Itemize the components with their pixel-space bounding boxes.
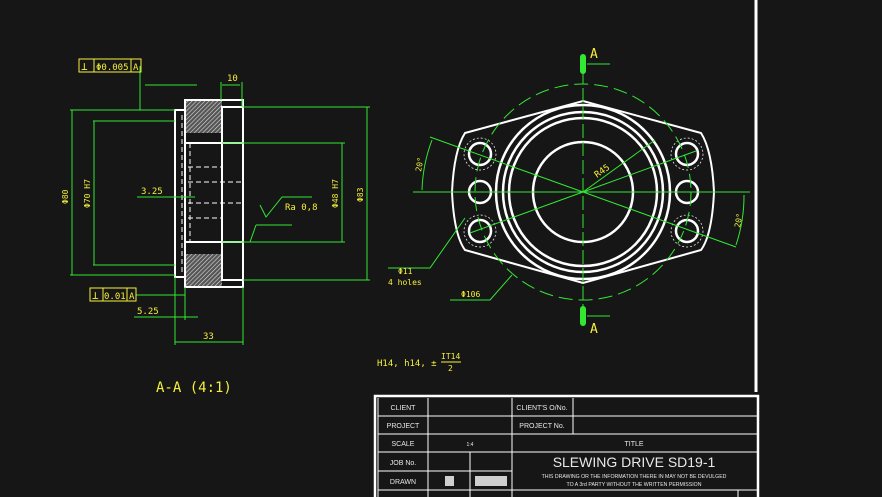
dim-width-top: 10: [227, 74, 238, 84]
dim-d48: Φ48 H7: [331, 179, 340, 208]
redacted-date: [475, 476, 507, 486]
project-no-label: PROJECT No.: [519, 423, 564, 430]
tolerance-top-datum: A: [133, 63, 139, 73]
holes-diameter: Φ11: [398, 267, 413, 276]
job-no-label: JOB No.: [390, 460, 417, 467]
title-label: TITLE: [624, 441, 643, 448]
perpendicularity-symbol: ⊥: [92, 289, 99, 302]
front-view: A A 20° 20° R45 Φ11 4 holes Φ106: [388, 47, 750, 337]
title-block: CLIENT CLIENT'S O/No. PROJECT PROJECT No…: [373, 394, 760, 497]
dim-d80: Φ80: [61, 189, 70, 204]
dim-offset-a: 3.25: [141, 187, 163, 197]
section-arrow-top: [580, 54, 586, 74]
dim-d70: Φ70 H7: [83, 179, 92, 208]
clients-no-label: CLIENT'S O/No.: [516, 405, 567, 412]
dim-offset-b: 5.25: [137, 307, 159, 317]
notice-line-1: THIS DRAWING OR THE INFORMATION THERE IN…: [542, 474, 727, 480]
section-mark-bottom: A: [590, 322, 598, 337]
drawing-title: SLEWING DRIVE SD19-1: [553, 454, 716, 470]
pcd-label: Φ106: [461, 290, 480, 299]
holes-count: 4 holes: [388, 278, 422, 287]
perpendicularity-symbol: ⊥: [81, 60, 88, 73]
tolerance-note: H14, h14, ± IT14 2: [377, 352, 461, 373]
redacted-initials: [445, 476, 454, 486]
section-view-label: A-A (4:1): [156, 380, 232, 396]
scale-label: SCALE: [392, 441, 415, 448]
angle-right: 20°: [733, 213, 744, 229]
tolerance-top-value: Φ0.005: [96, 63, 129, 73]
roughness-label: Ra 0,8: [285, 203, 318, 213]
notice-line-2: TO A 3rd PARTY WITHOUT THE WRITTEN PERMI…: [567, 482, 702, 488]
section-arrow-bottom: [580, 306, 586, 326]
tolerance-bottom-value: 0.01: [104, 292, 126, 302]
client-label: CLIENT: [391, 405, 417, 412]
tolerance-note-denominator: 2: [448, 364, 453, 373]
tolerance-bottom-datum: A: [129, 292, 135, 302]
project-label: PROJECT: [387, 423, 420, 430]
angle-left: 20°: [414, 157, 425, 173]
scale-value: 1:4: [467, 442, 474, 448]
section-mark-top: A: [590, 47, 598, 62]
dim-length: 33: [203, 332, 214, 342]
drawn-label: DRAWN: [390, 479, 416, 486]
tolerance-note-numerator: IT14: [441, 352, 460, 361]
dim-d83: Φ83: [356, 187, 365, 202]
section-view: ⊥ Φ0.005 A ⊥ 0.01 A 10 3.25 5.25 33 Ra 0…: [61, 58, 370, 396]
tolerance-note-text: H14, h14, ±: [377, 359, 437, 369]
